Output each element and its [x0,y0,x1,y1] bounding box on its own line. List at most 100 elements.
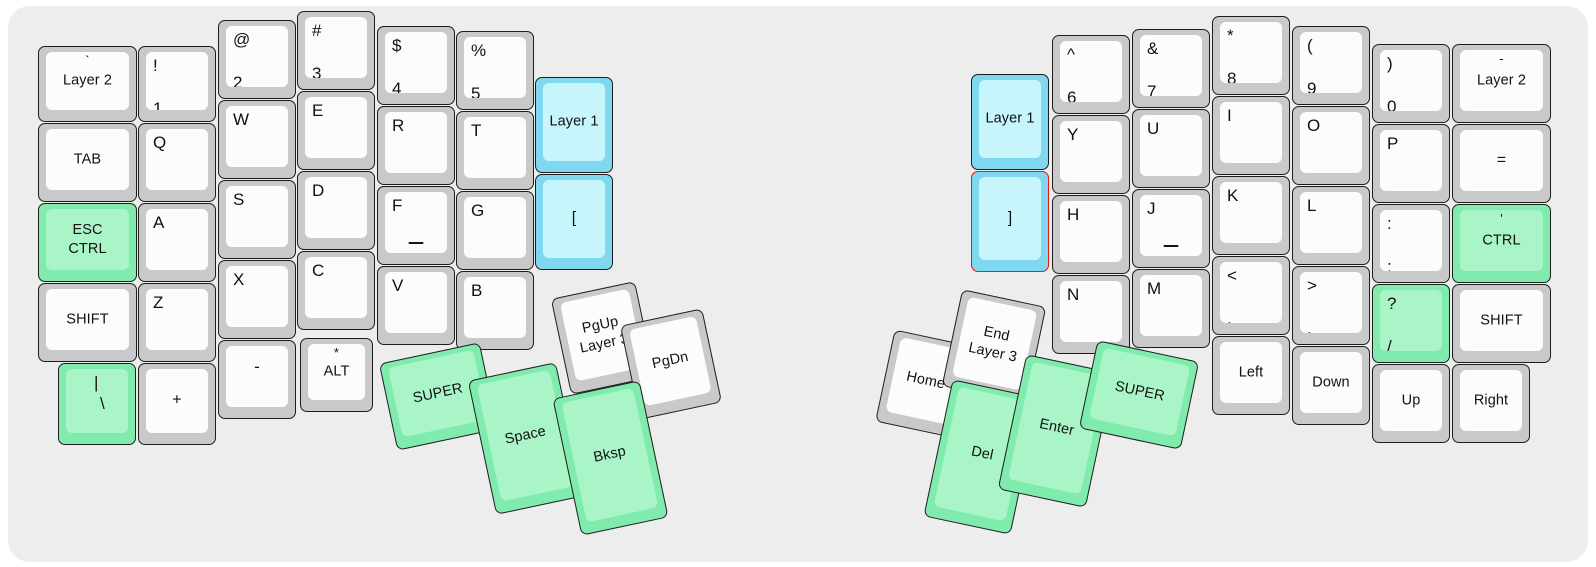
key-legend-main: SHIFT [66,310,109,327]
key-l-f[interactable]: F [377,186,455,265]
keycap-face: O [1300,112,1362,173]
key-l-3[interactable]: #3 [297,11,375,90]
key-l-q[interactable]: Q [138,123,216,202]
key-l-x[interactable]: X [218,260,296,339]
key-r-right[interactable]: Right [1452,364,1530,443]
keycap-face: ?/ [1380,290,1442,351]
key-legend-shifted: ) [1387,54,1393,73]
key-r-m[interactable]: M [1132,269,1210,348]
key-r-7[interactable]: &7 [1132,29,1210,108]
key-legend-shifted: # [312,21,322,40]
key-l-pipe-backslash[interactable]: |\ [58,363,136,445]
keycap-face: P [1380,130,1442,191]
key-r-semicolon[interactable]: :; [1372,204,1450,283]
key-r-equals[interactable]: = [1452,124,1551,203]
key-l-c[interactable]: C [297,251,375,330]
keycap-face: H [1060,201,1122,262]
keycap-face: B [464,277,526,338]
key-legend-main: CTRL [1482,231,1521,248]
key-l-bracket-open[interactable]: [ [535,174,613,270]
key-r-u[interactable]: U [1132,109,1210,188]
key-legend-base: 8 [1227,69,1237,83]
keycap-face: R [385,112,447,173]
key-l-4[interactable]: $4 [377,26,455,105]
key-r-left[interactable]: Left [1212,336,1290,415]
key-r-up[interactable]: Up [1372,364,1450,443]
key-r-comma[interactable]: <, [1212,256,1290,335]
key-legend-shifted: @ [233,30,251,49]
key-l-v[interactable]: V [377,266,455,345]
key-r-minus-layer2[interactable]: -Layer 2 [1452,44,1551,123]
key-r-o[interactable]: O [1292,106,1370,185]
key-r-6[interactable]: ^6 [1052,35,1130,114]
keycap-face: = [1460,130,1543,191]
key-r-j[interactable]: J [1132,189,1210,268]
key-r-k[interactable]: K [1212,176,1290,255]
keycap-face: Z [146,289,208,350]
key-l-e[interactable]: E [297,91,375,170]
key-legend-main: Layer 2 [1476,71,1527,88]
key-l-5[interactable]: %5 [456,31,534,110]
key-r-8[interactable]: *8 [1212,16,1290,95]
keycap-face: *8 [1220,22,1282,83]
key-l-z[interactable]: Z [138,283,216,362]
key-legend-base: 4 [392,79,402,93]
key-r-slash[interactable]: ?/ [1372,284,1450,363]
key-legend-main: J [1147,199,1156,218]
key-legend-main: M [1147,279,1162,298]
key-l-2[interactable]: @2 [218,20,296,99]
keycap-face: U [1140,115,1202,176]
key-l-g[interactable]: G [456,191,534,270]
key-l-plus[interactable]: + [138,363,216,445]
key-l-layer1[interactable]: Layer 1 [535,77,613,173]
keycap-face: $4 [385,32,447,93]
key-l-shift[interactable]: SHIFT [38,283,137,362]
key-l-alt[interactable]: *ALT [300,338,373,412]
key-l-d[interactable]: D [297,171,375,250]
key-r-shift[interactable]: SHIFT [1452,284,1551,363]
key-l-t[interactable]: T [456,111,534,190]
key-l-w[interactable]: W [218,100,296,179]
key-l-grave-layer2[interactable]: `Layer 2 [38,46,137,122]
key-r-i[interactable]: I [1212,96,1290,175]
keycap-face: Right [1460,370,1522,431]
key-r-l[interactable]: L [1292,186,1370,265]
key-legend-main: P [1387,134,1399,153]
key-legend-shifted: & [1147,39,1159,58]
keycap-face: E [305,97,367,158]
keycap-face: ESC CTRL [46,209,129,270]
key-r-bracket-close[interactable]: ] [971,171,1049,272]
key-legend-base: 2 [233,73,243,87]
key-r-h[interactable]: H [1052,195,1130,274]
keycap-face: %5 [464,37,526,98]
key-l-minus[interactable]: - [218,340,296,419]
key-l-1[interactable]: !1 [138,46,216,122]
key-r-9[interactable]: (9 [1292,26,1370,105]
key-r-n[interactable]: N [1052,275,1130,354]
key-legend-base: 5 [471,84,481,98]
key-r-period[interactable]: >. [1292,266,1370,345]
key-legend-shifted: ! [153,56,158,75]
key-r-p[interactable]: P [1372,124,1450,203]
homing-bar-icon [1163,245,1179,247]
key-l-b[interactable]: B [456,271,534,350]
key-l-tab[interactable]: TAB [38,123,137,202]
key-legend-main: A [153,213,165,232]
key-l-esc-ctrl[interactable]: ESC CTRL [38,203,137,282]
key-r-y[interactable]: Y [1052,115,1130,194]
key-r-0[interactable]: )0 [1372,44,1450,123]
key-r-down[interactable]: Down [1292,346,1370,425]
key-l-s[interactable]: S [218,180,296,259]
key-legend-main: X [233,270,245,289]
key-legend-main: W [233,110,250,129]
key-r-layer1[interactable]: Layer 1 [971,74,1049,170]
key-legend-shifted: $ [392,36,402,55]
key-legend-shifted: | [94,373,99,392]
key-l-a[interactable]: A [138,203,216,282]
keycap-face: D [305,177,367,238]
keycap-face: Layer 1 [979,80,1041,158]
key-l-r[interactable]: R [377,106,455,185]
key-r-quote-ctrl[interactable]: 'CTRL [1452,204,1551,283]
keycap-face: #3 [305,17,367,78]
